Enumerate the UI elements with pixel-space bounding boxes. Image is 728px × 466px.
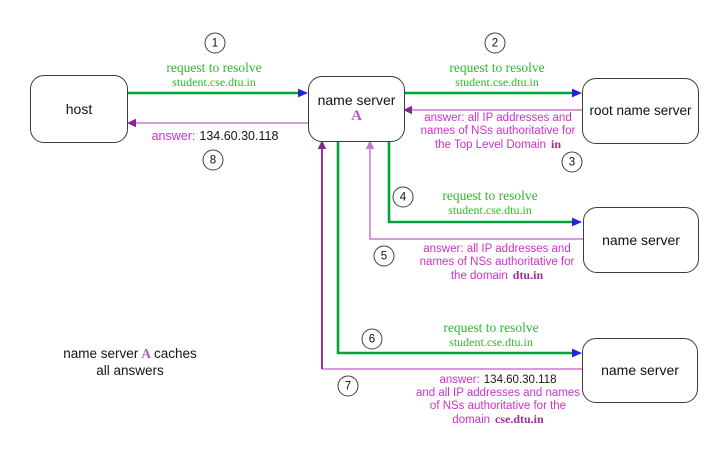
answer-3-arrowhead-icon [403,105,412,115]
answer-5-label: answer: all IP addresses and names of NS… [420,243,575,283]
request-6-hostname: student.cse.dtu.in [449,334,533,349]
answer-7-prefix: answer: [439,374,480,386]
request-6-text: request to resolve [443,320,539,335]
request-4-arrowhead-icon [572,217,582,227]
name-server-a-letter: A [351,108,362,125]
step-8-number: 8 [209,154,217,166]
step-6-number: 6 [368,333,376,345]
answer-8-arrowhead-icon [127,118,136,128]
caching-note-text-3: all answers [96,362,164,378]
name-server-a-label: name server [317,92,396,109]
host-label: host [65,100,93,117]
caching-note-text-2: caches [154,346,197,361]
answer-5-line [369,148,583,240]
request-6-label: request to resolve student.cse.dtu.in [443,320,539,349]
tld-name-server-label: name server [602,231,680,248]
request-1-text: request to resolve [166,60,262,75]
answer-8-label: answer:134.60.30.118 [152,129,279,143]
answer-3-text-1: answer: all IP addresses and [424,112,572,124]
request-4-line [387,141,573,224]
request-6-arrowhead-icon [572,348,582,358]
caching-note-text-1: name server [63,346,139,361]
answer-3-text-2: names of NSs authoritative for [420,125,576,138]
answer-7-label: answer:134.60.30.118 and all IP addresse… [416,374,580,427]
step-5-badge: 5 [373,245,395,267]
answer-5-text-1: answer: all IP addresses and [423,243,571,255]
step-4-number: 4 [399,191,407,203]
request-1-arrowhead-icon [298,88,308,98]
answer-7-text-2: and all IP addresses and names [415,387,581,400]
answer-8-ip-address: 134.60.30.118 [199,129,279,143]
answer-5-text-2: names of NSs authoritative for [419,256,575,269]
request-4-hostname: student.cse.dtu.in [448,202,532,217]
step-7-number: 7 [344,380,352,392]
root-name-server-node: root name server [582,78,699,144]
request-1-hostname: student.cse.dtu.in [172,74,256,89]
request-2-text: request to resolve [449,60,545,75]
step-1-number: 1 [211,37,219,49]
step-4-badge: 4 [392,186,414,208]
step-5-number: 5 [380,250,388,262]
answer-5-text-3: the domain [450,270,508,283]
step-2-badge: 2 [484,32,506,54]
request-4-text: request to resolve [442,188,538,203]
answer-3-domain: in [551,137,562,152]
request-2-label: request to resolve student.cse.dtu.in [449,60,545,89]
request-1-label: request to resolve student.cse.dtu.in [166,60,262,89]
host-node: host [30,75,128,143]
step-3-number: 3 [568,156,576,168]
answer-7-domain: cse.dtu.in [495,412,544,427]
request-2-hostname: student.cse.dtu.in [455,74,539,89]
step-8-badge: 8 [202,149,224,171]
step-2-number: 2 [491,37,499,49]
step-3-badge: 3 [561,151,583,173]
step-7-badge: 7 [337,375,359,397]
answer-3-text-3: the Top Level Domain [434,139,546,152]
answer-7-text-4: domain [452,414,491,427]
authoritative-name-server-node: name server [582,338,698,403]
answer-7-arrowhead-icon [317,140,327,149]
request-2-arrowhead-icon [572,88,582,98]
request-4-label: request to resolve student.cse.dtu.in [442,188,538,217]
step-6-badge: 6 [361,328,383,350]
answer-7-text-3: of NSs authoritative for the [429,400,567,413]
root-name-server-label: root name server [589,103,692,119]
authoritative-name-server-label: name server [601,362,679,379]
tld-name-server-node: name server [583,207,699,273]
answer-3-label: answer: all IP addresses and names of NS… [421,112,576,152]
answer-5-arrowhead-icon [365,140,375,149]
name-server-a-node: name server A [308,76,405,142]
request-6-line [336,141,573,355]
answer-8-prefix: answer: [151,129,196,143]
caching-note-letter: A [141,346,151,361]
answer-7-ip-address: 134.60.30.118 [483,374,557,386]
answer-5-domain: dtu.in [512,268,544,283]
step-1-badge: 1 [204,32,226,54]
